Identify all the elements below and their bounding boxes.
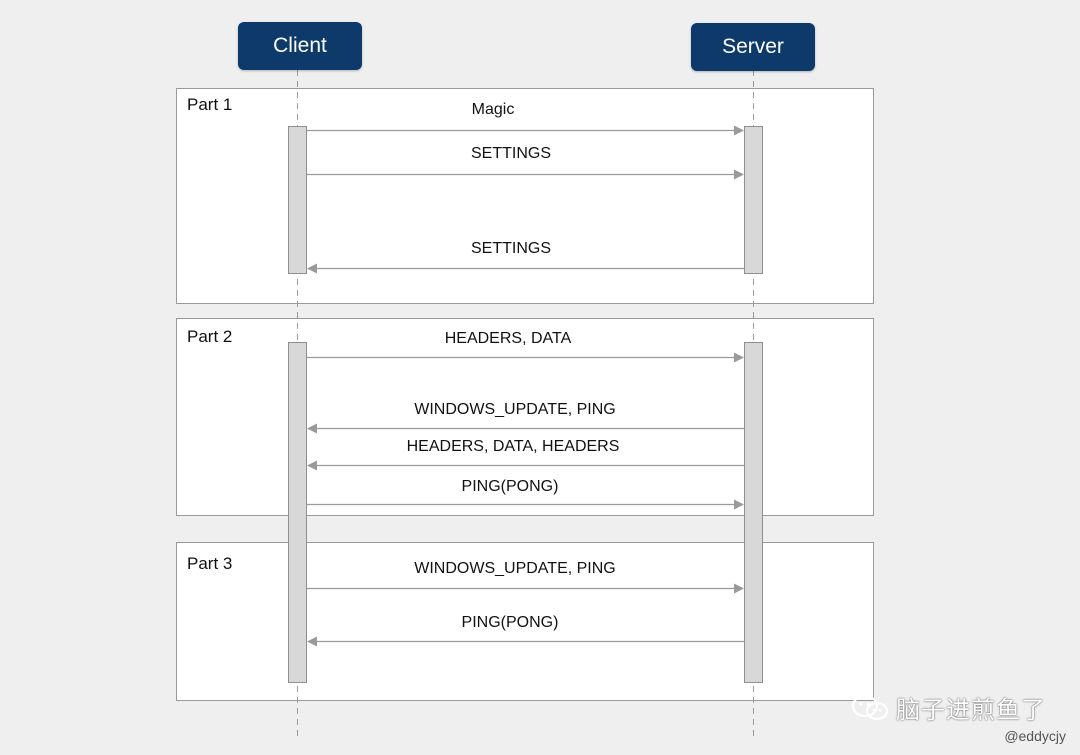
message-label-ping-pong-2: PING(PONG) bbox=[461, 614, 559, 631]
author-handle: @eddycjy bbox=[1004, 728, 1066, 744]
message-label-settings-response: SETTINGS bbox=[470, 240, 552, 257]
message-label-windows-update-ping-1: WINDOWS_UPDATE, PING bbox=[414, 401, 616, 418]
message-label-magic: Magic bbox=[471, 101, 515, 118]
part-3-label: Part 3 bbox=[187, 554, 233, 573]
message-label-headers-data: HEADERS, DATA bbox=[444, 330, 572, 347]
server-actor-label: Server bbox=[722, 35, 784, 58]
message-label-ping-pong-1: PING(PONG) bbox=[461, 478, 559, 495]
chat-bubbles-icon bbox=[851, 694, 889, 720]
client-actor-box: Client bbox=[238, 22, 362, 70]
watermark: 脑子进煎鱼了 bbox=[850, 690, 1046, 725]
part-1-label: Part 1 bbox=[187, 95, 233, 114]
message-label-windows-update-ping-2: WINDOWS_UPDATE, PING bbox=[414, 560, 616, 577]
message-label-headers-data-headers: HEADERS, DATA, HEADERS bbox=[406, 438, 620, 455]
message-label-settings-request: SETTINGS bbox=[470, 145, 552, 162]
client-activation-1 bbox=[288, 126, 307, 274]
server-actor-box: Server bbox=[691, 23, 815, 71]
server-activation-1 bbox=[744, 126, 763, 274]
part-2-label: Part 2 bbox=[187, 327, 233, 346]
server-activation-2 bbox=[744, 342, 763, 683]
client-activation-2 bbox=[288, 342, 307, 683]
watermark-text: 脑子进煎鱼了 bbox=[896, 696, 1046, 724]
client-actor-label: Client bbox=[273, 34, 327, 57]
part-1-box bbox=[176, 88, 874, 304]
